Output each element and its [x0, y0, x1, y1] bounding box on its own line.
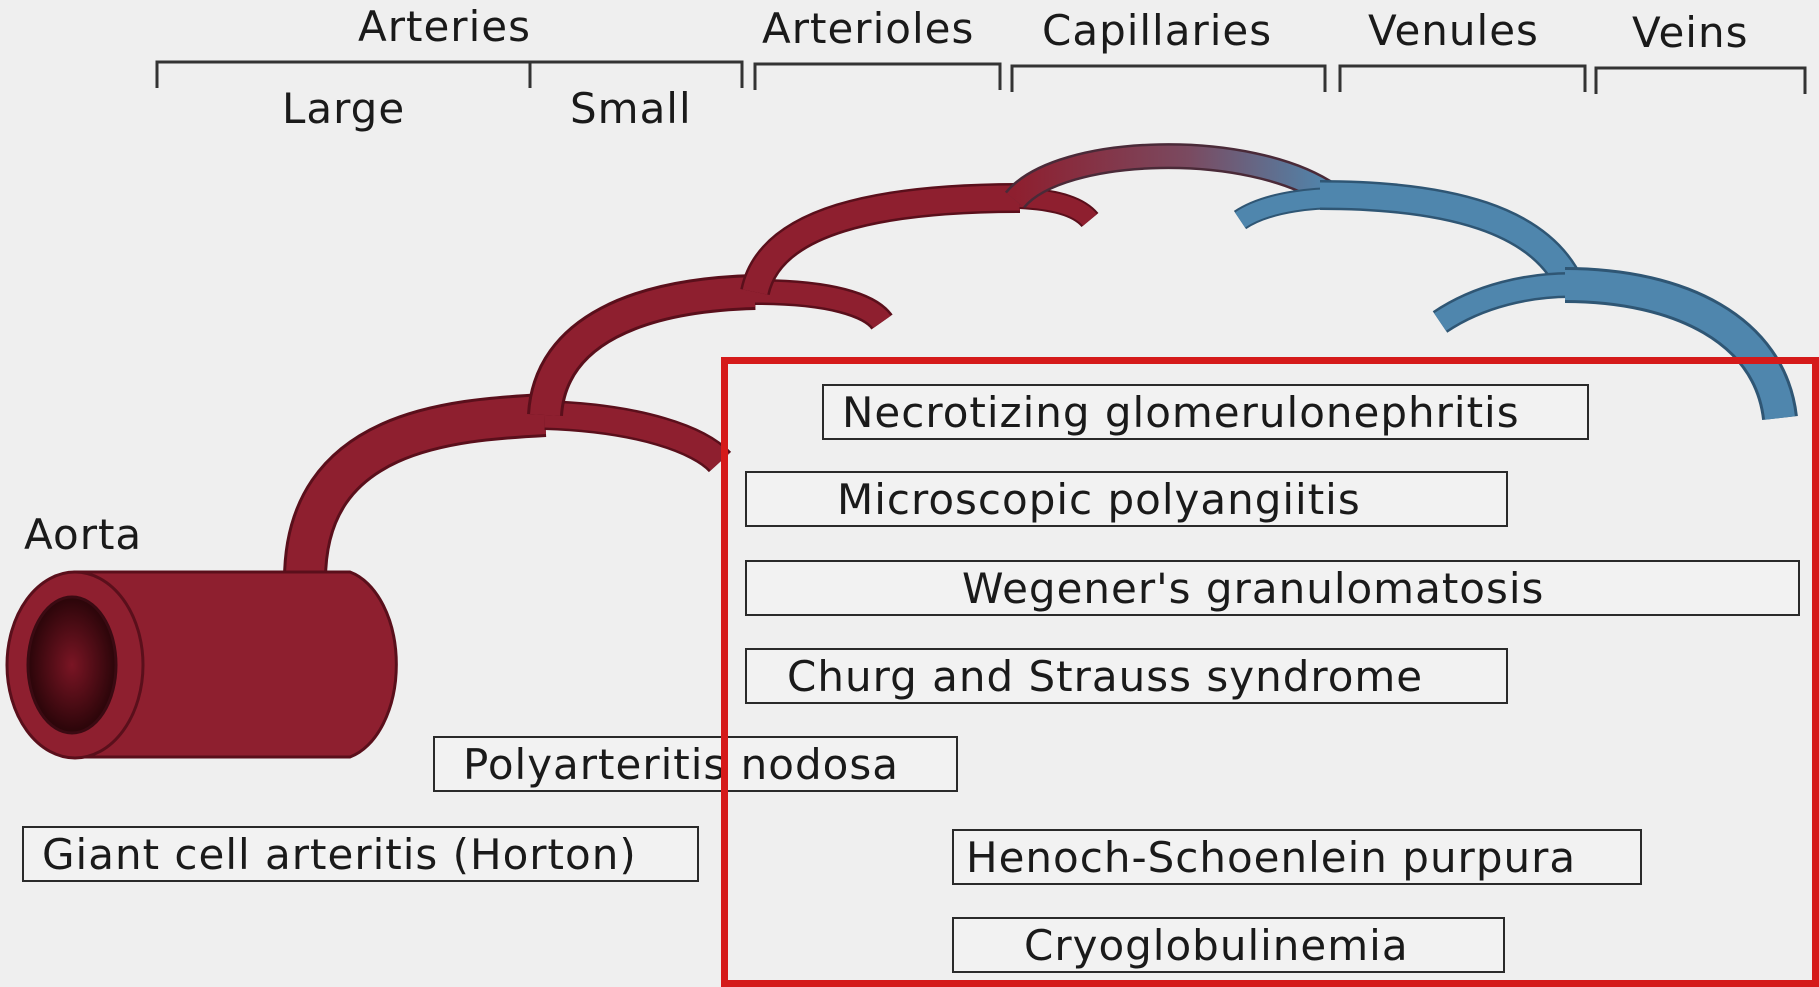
header-large: Large: [282, 84, 405, 133]
header-veins: Veins: [1632, 8, 1748, 57]
highlight-frame: [721, 357, 1819, 987]
header-arterioles: Arterioles: [762, 4, 974, 53]
header-venules: Venules: [1368, 6, 1539, 55]
bracket-veins: [1596, 68, 1805, 94]
bracket-capillaries: [1012, 66, 1325, 92]
bracket-arterioles: [755, 64, 1000, 90]
aorta-cylinder: [7, 572, 396, 758]
header-small: Small: [570, 84, 692, 133]
disease-box-giant-cell-arteritis: Giant cell arteritis (Horton): [22, 826, 699, 882]
bracket-venules: [1340, 66, 1585, 92]
header-arteries: Arteries: [358, 2, 531, 51]
aorta-label: Aorta: [24, 510, 142, 559]
header-capillaries: Capillaries: [1042, 6, 1272, 55]
